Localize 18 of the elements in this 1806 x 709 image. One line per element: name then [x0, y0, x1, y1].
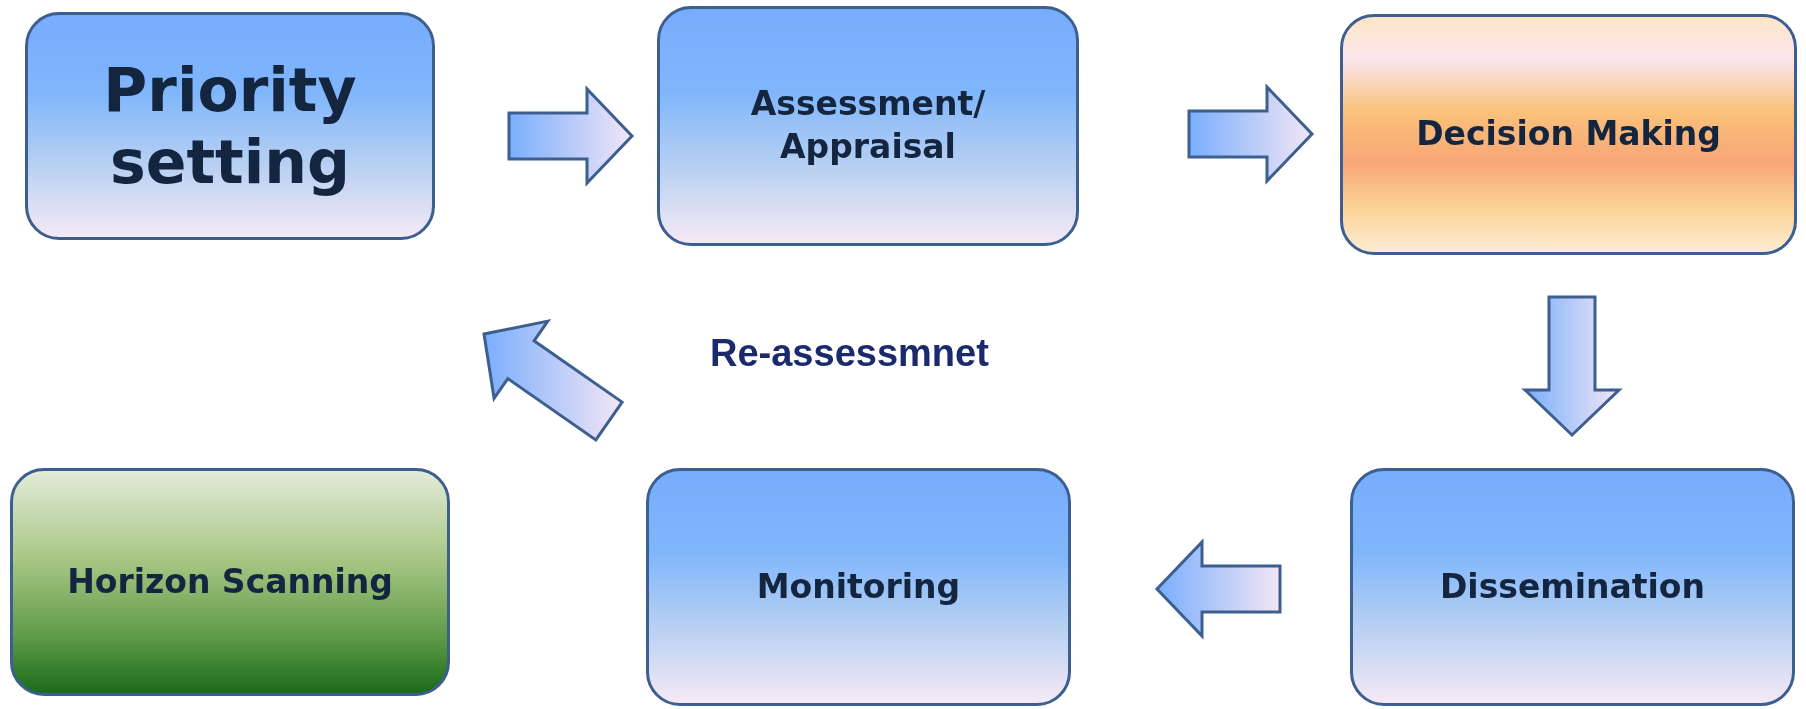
box-label: Assessment/ Appraisal [749, 83, 987, 168]
block-arrow [1154, 538, 1282, 640]
box-label: Decision Making [1415, 113, 1722, 156]
block-arrow [482, 318, 625, 442]
process-box [25, 12, 435, 240]
box-label: Dissemination [1438, 565, 1707, 608]
process-box [10, 468, 450, 696]
box-label: Monitoring [755, 565, 962, 608]
process-box [1340, 14, 1797, 255]
block-arrow [507, 85, 635, 187]
process-box [657, 6, 1079, 246]
edge-label: Re-assessmnet [710, 332, 989, 375]
block-arrow [1521, 295, 1623, 438]
process-box [646, 468, 1071, 706]
block-arrow [1187, 83, 1315, 185]
box-label: Horizon Scanning [66, 560, 394, 603]
process-box [1350, 468, 1795, 706]
box-label: Priority setting [102, 54, 358, 198]
